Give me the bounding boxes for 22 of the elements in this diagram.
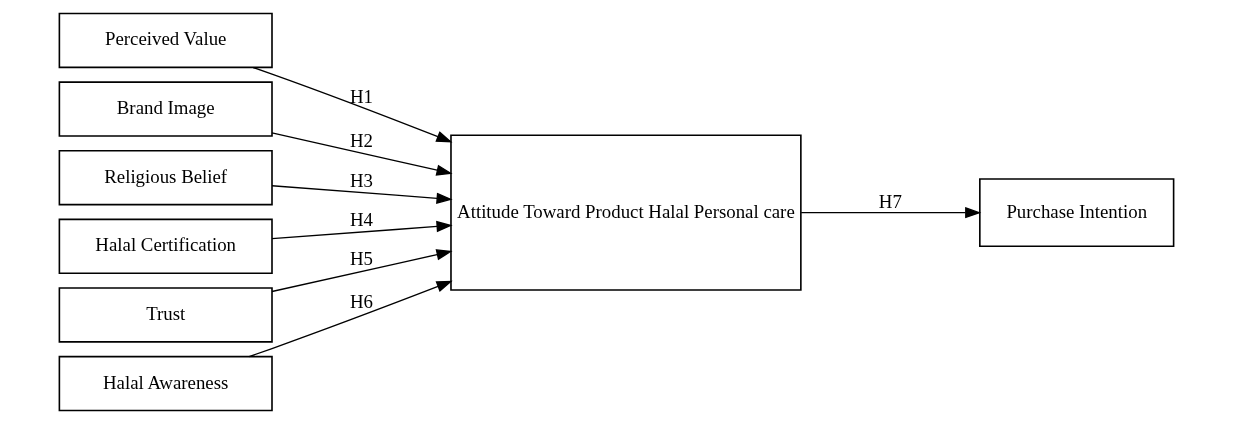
- node-box: Religious Belief: [58, 149, 273, 206]
- node-box: Halal Awareness: [58, 355, 273, 412]
- edge-label: H3: [349, 170, 373, 192]
- edge-label: H7: [878, 190, 902, 212]
- arrow: [271, 185, 453, 204]
- arrow: [248, 280, 453, 358]
- arrow: [252, 66, 453, 143]
- node-box: Purchase Intention: [979, 178, 1175, 248]
- node-box: Halal Certification: [58, 218, 273, 275]
- node-box: Trust: [58, 287, 273, 343]
- edge-label: H2: [349, 130, 373, 151]
- edge-label: H4: [349, 209, 373, 231]
- arrow: [800, 207, 982, 219]
- node-box: Attitude Toward Product Halal Personal care: [450, 134, 802, 291]
- arrow: [271, 132, 453, 176]
- edge-label: H5: [349, 248, 373, 270]
- node-box: Perceived Value: [58, 12, 273, 69]
- node-box: Brand Image: [58, 81, 273, 137]
- arrow: [271, 249, 453, 293]
- edge-label: H6: [349, 291, 373, 313]
- edge-label: H1: [349, 85, 373, 107]
- arrow: [271, 220, 453, 240]
